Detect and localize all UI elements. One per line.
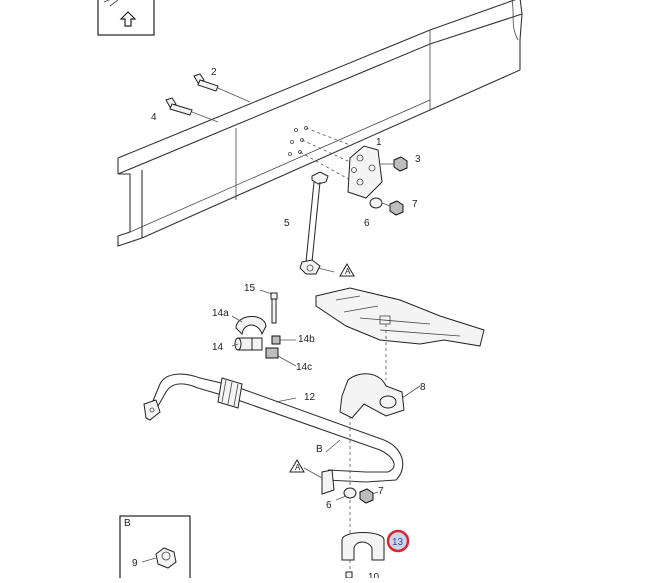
callout-10[interactable]: 10 [368, 572, 380, 583]
callout-13-highlight[interactable]: 13 [386, 529, 410, 553]
view-ref-a-upper-label: A [345, 267, 351, 276]
callout-7[interactable]: 7 [412, 199, 418, 210]
bracket-8[interactable] [339, 373, 405, 419]
view-ref-a-lower-label: A [295, 463, 301, 472]
link-rod-5[interactable] [299, 171, 329, 275]
nut-14b[interactable] [271, 335, 281, 345]
bolt-10[interactable] [345, 571, 353, 579]
nut-7-upper[interactable] [389, 200, 404, 216]
callout-14c[interactable]: 14c [296, 362, 312, 373]
callout-1[interactable]: 1 [376, 137, 382, 148]
nut-3[interactable] [393, 156, 408, 172]
callout-9[interactable]: 9 [132, 558, 138, 569]
callout-12[interactable]: 12 [304, 392, 316, 403]
callout-6-lower[interactable]: 6 [326, 500, 332, 511]
bracket-1[interactable] [347, 145, 383, 199]
stabilizer-bar-12[interactable] [143, 373, 404, 495]
bushing-clamp-13[interactable] [341, 532, 385, 561]
bushing-14[interactable] [234, 337, 263, 351]
mounting-holes [288, 126, 351, 181]
view-ref-a-lower[interactable] [289, 459, 305, 473]
detail-inset-b [119, 515, 191, 583]
callout-8[interactable]: 8 [420, 382, 426, 393]
callout-3[interactable]: 3 [415, 154, 421, 165]
frame-rail [117, 0, 523, 247]
bushing-6-upper[interactable] [369, 197, 383, 209]
callout-7-lower[interactable]: 7 [378, 486, 384, 497]
view-ref-a-upper[interactable] [339, 263, 355, 277]
clamp-14a[interactable] [235, 316, 267, 336]
spring-plate [315, 287, 485, 380]
bolt-2[interactable] [193, 73, 219, 92]
bolt-4[interactable] [165, 97, 193, 116]
callout-14b[interactable]: 14b [298, 334, 315, 345]
grommet-9[interactable] [155, 547, 177, 569]
callout-14a[interactable]: 14a [212, 308, 229, 319]
callout-15[interactable]: 15 [244, 283, 256, 294]
callout-2[interactable]: 2 [211, 67, 217, 78]
callout-6[interactable]: 6 [364, 218, 370, 229]
callout-13[interactable]: 13 [392, 537, 404, 548]
edit-up-arrow-icon[interactable] [97, 0, 155, 36]
inset-b-label: B [124, 518, 131, 529]
view-ref-b-label: B [316, 444, 323, 455]
callout-4[interactable]: 4 [151, 112, 157, 123]
bushing-6-lower[interactable] [343, 487, 357, 499]
bolt-15[interactable] [270, 292, 278, 324]
nut-7-lower[interactable] [359, 488, 374, 504]
callout-5[interactable]: 5 [284, 218, 290, 229]
callout-14[interactable]: 14 [212, 342, 224, 353]
spacer-14c[interactable] [265, 347, 279, 359]
